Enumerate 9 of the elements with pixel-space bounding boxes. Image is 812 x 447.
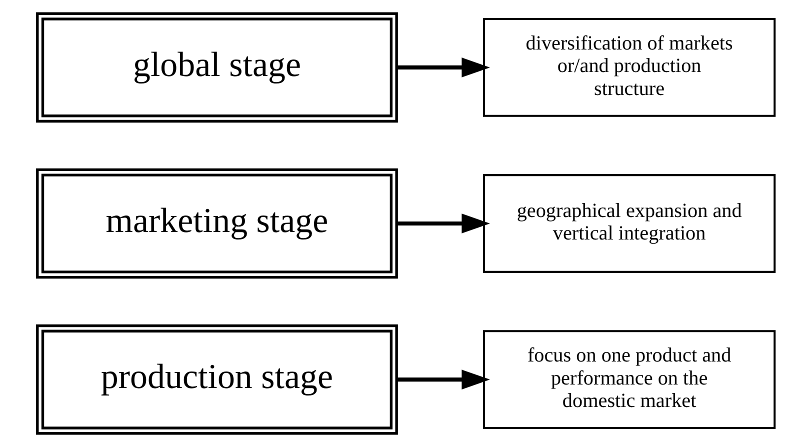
node-box: global stage [36,12,398,123]
node-box: geographical expansion and vertical integration [483,174,776,273]
arrow [396,370,490,390]
node-box: diversification of markets or/and production structure [483,18,776,117]
arrow [396,58,490,78]
node-box: marketing stage [36,168,398,279]
node-box: production stage [36,324,398,435]
node-box: focus on one product and performance on the domestic market [483,330,776,429]
arrow [396,214,490,234]
